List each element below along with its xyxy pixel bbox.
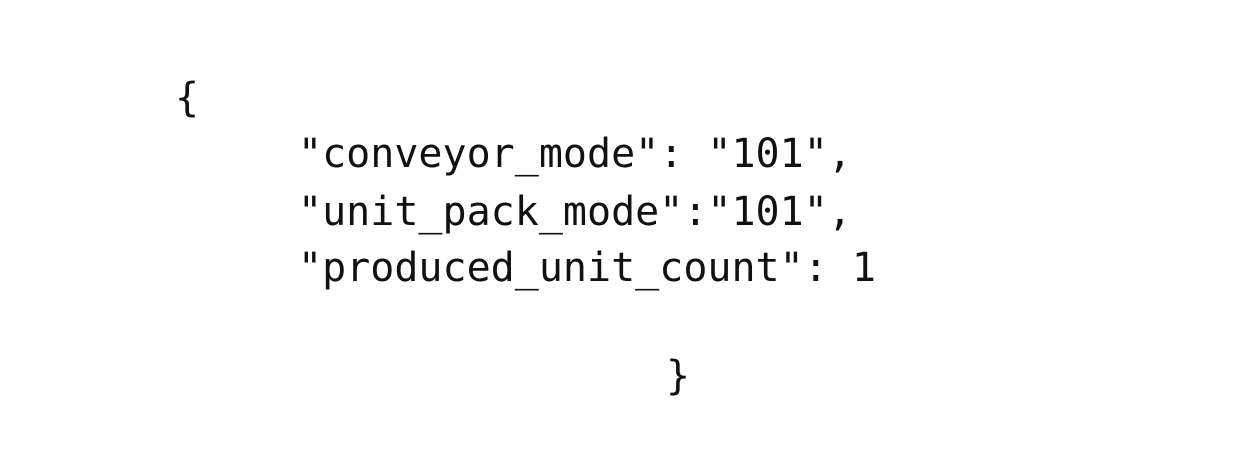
json-line-conveyor-mode: "conveyor_mode": "101", [298,131,852,177]
json-open-brace: { [175,75,200,121]
json-line-unit-pack-mode: "unit_pack_mode":"101", [298,189,852,235]
json-line-produced-unit-count: "produced_unit_count": 1 [298,245,876,291]
json-close-brace: } [666,353,691,399]
